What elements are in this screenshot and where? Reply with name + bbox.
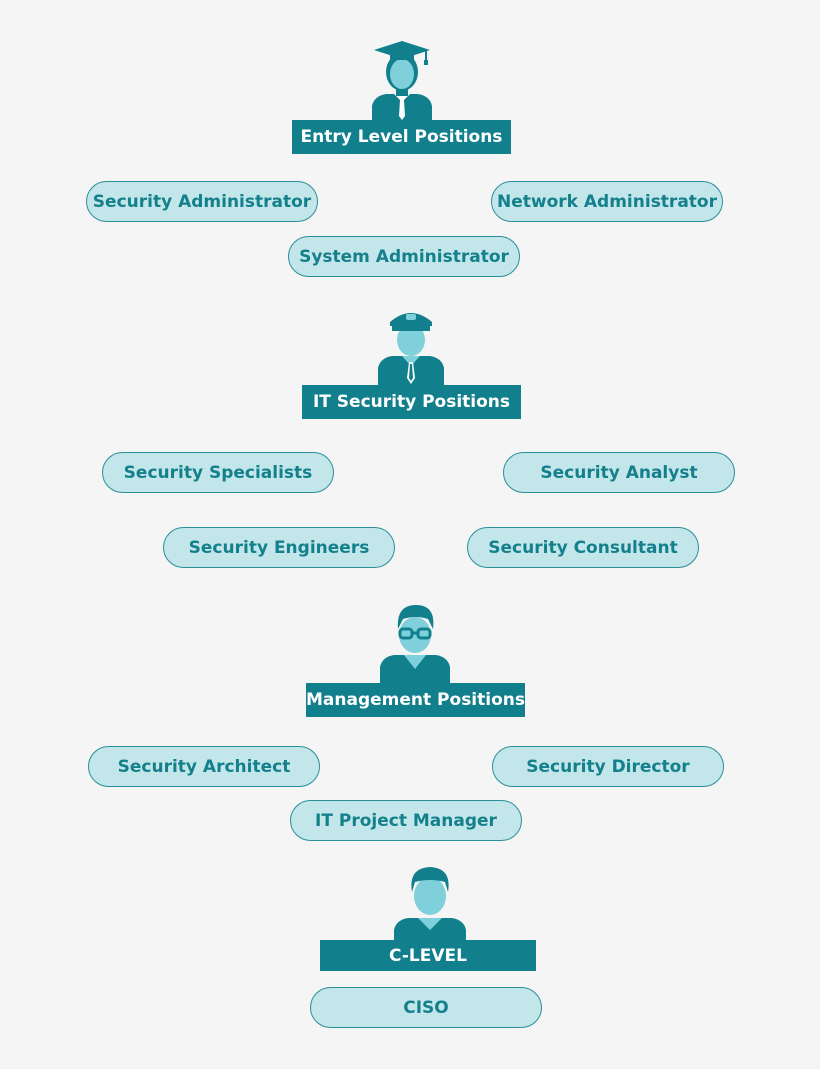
role-security-director: Security Director <box>492 746 724 787</box>
graduate-icon <box>366 40 438 124</box>
role-security-analyst: Security Analyst <box>503 452 735 493</box>
role-security-engineers: Security Engineers <box>163 527 395 568</box>
executive-icon <box>390 864 470 944</box>
role-security-specialists: Security Specialists <box>102 452 334 493</box>
role-security-architect: Security Architect <box>88 746 320 787</box>
level-banner-entry: Entry Level Positions <box>292 120 511 154</box>
level-banner-it-security: IT Security Positions <box>302 385 521 419</box>
role-network-administrator: Network Administrator <box>491 181 723 222</box>
level-banner-c-level: C-LEVEL <box>320 940 536 971</box>
manager-icon <box>376 603 454 685</box>
role-security-consultant: Security Consultant <box>467 527 699 568</box>
role-it-project-manager: IT Project Manager <box>290 800 522 841</box>
role-ciso: CISO <box>310 987 542 1028</box>
role-security-administrator: Security Administrator <box>86 181 318 222</box>
role-system-administrator: System Administrator <box>288 236 520 277</box>
level-banner-management: Management Positions <box>306 683 525 717</box>
officer-icon <box>374 304 448 388</box>
